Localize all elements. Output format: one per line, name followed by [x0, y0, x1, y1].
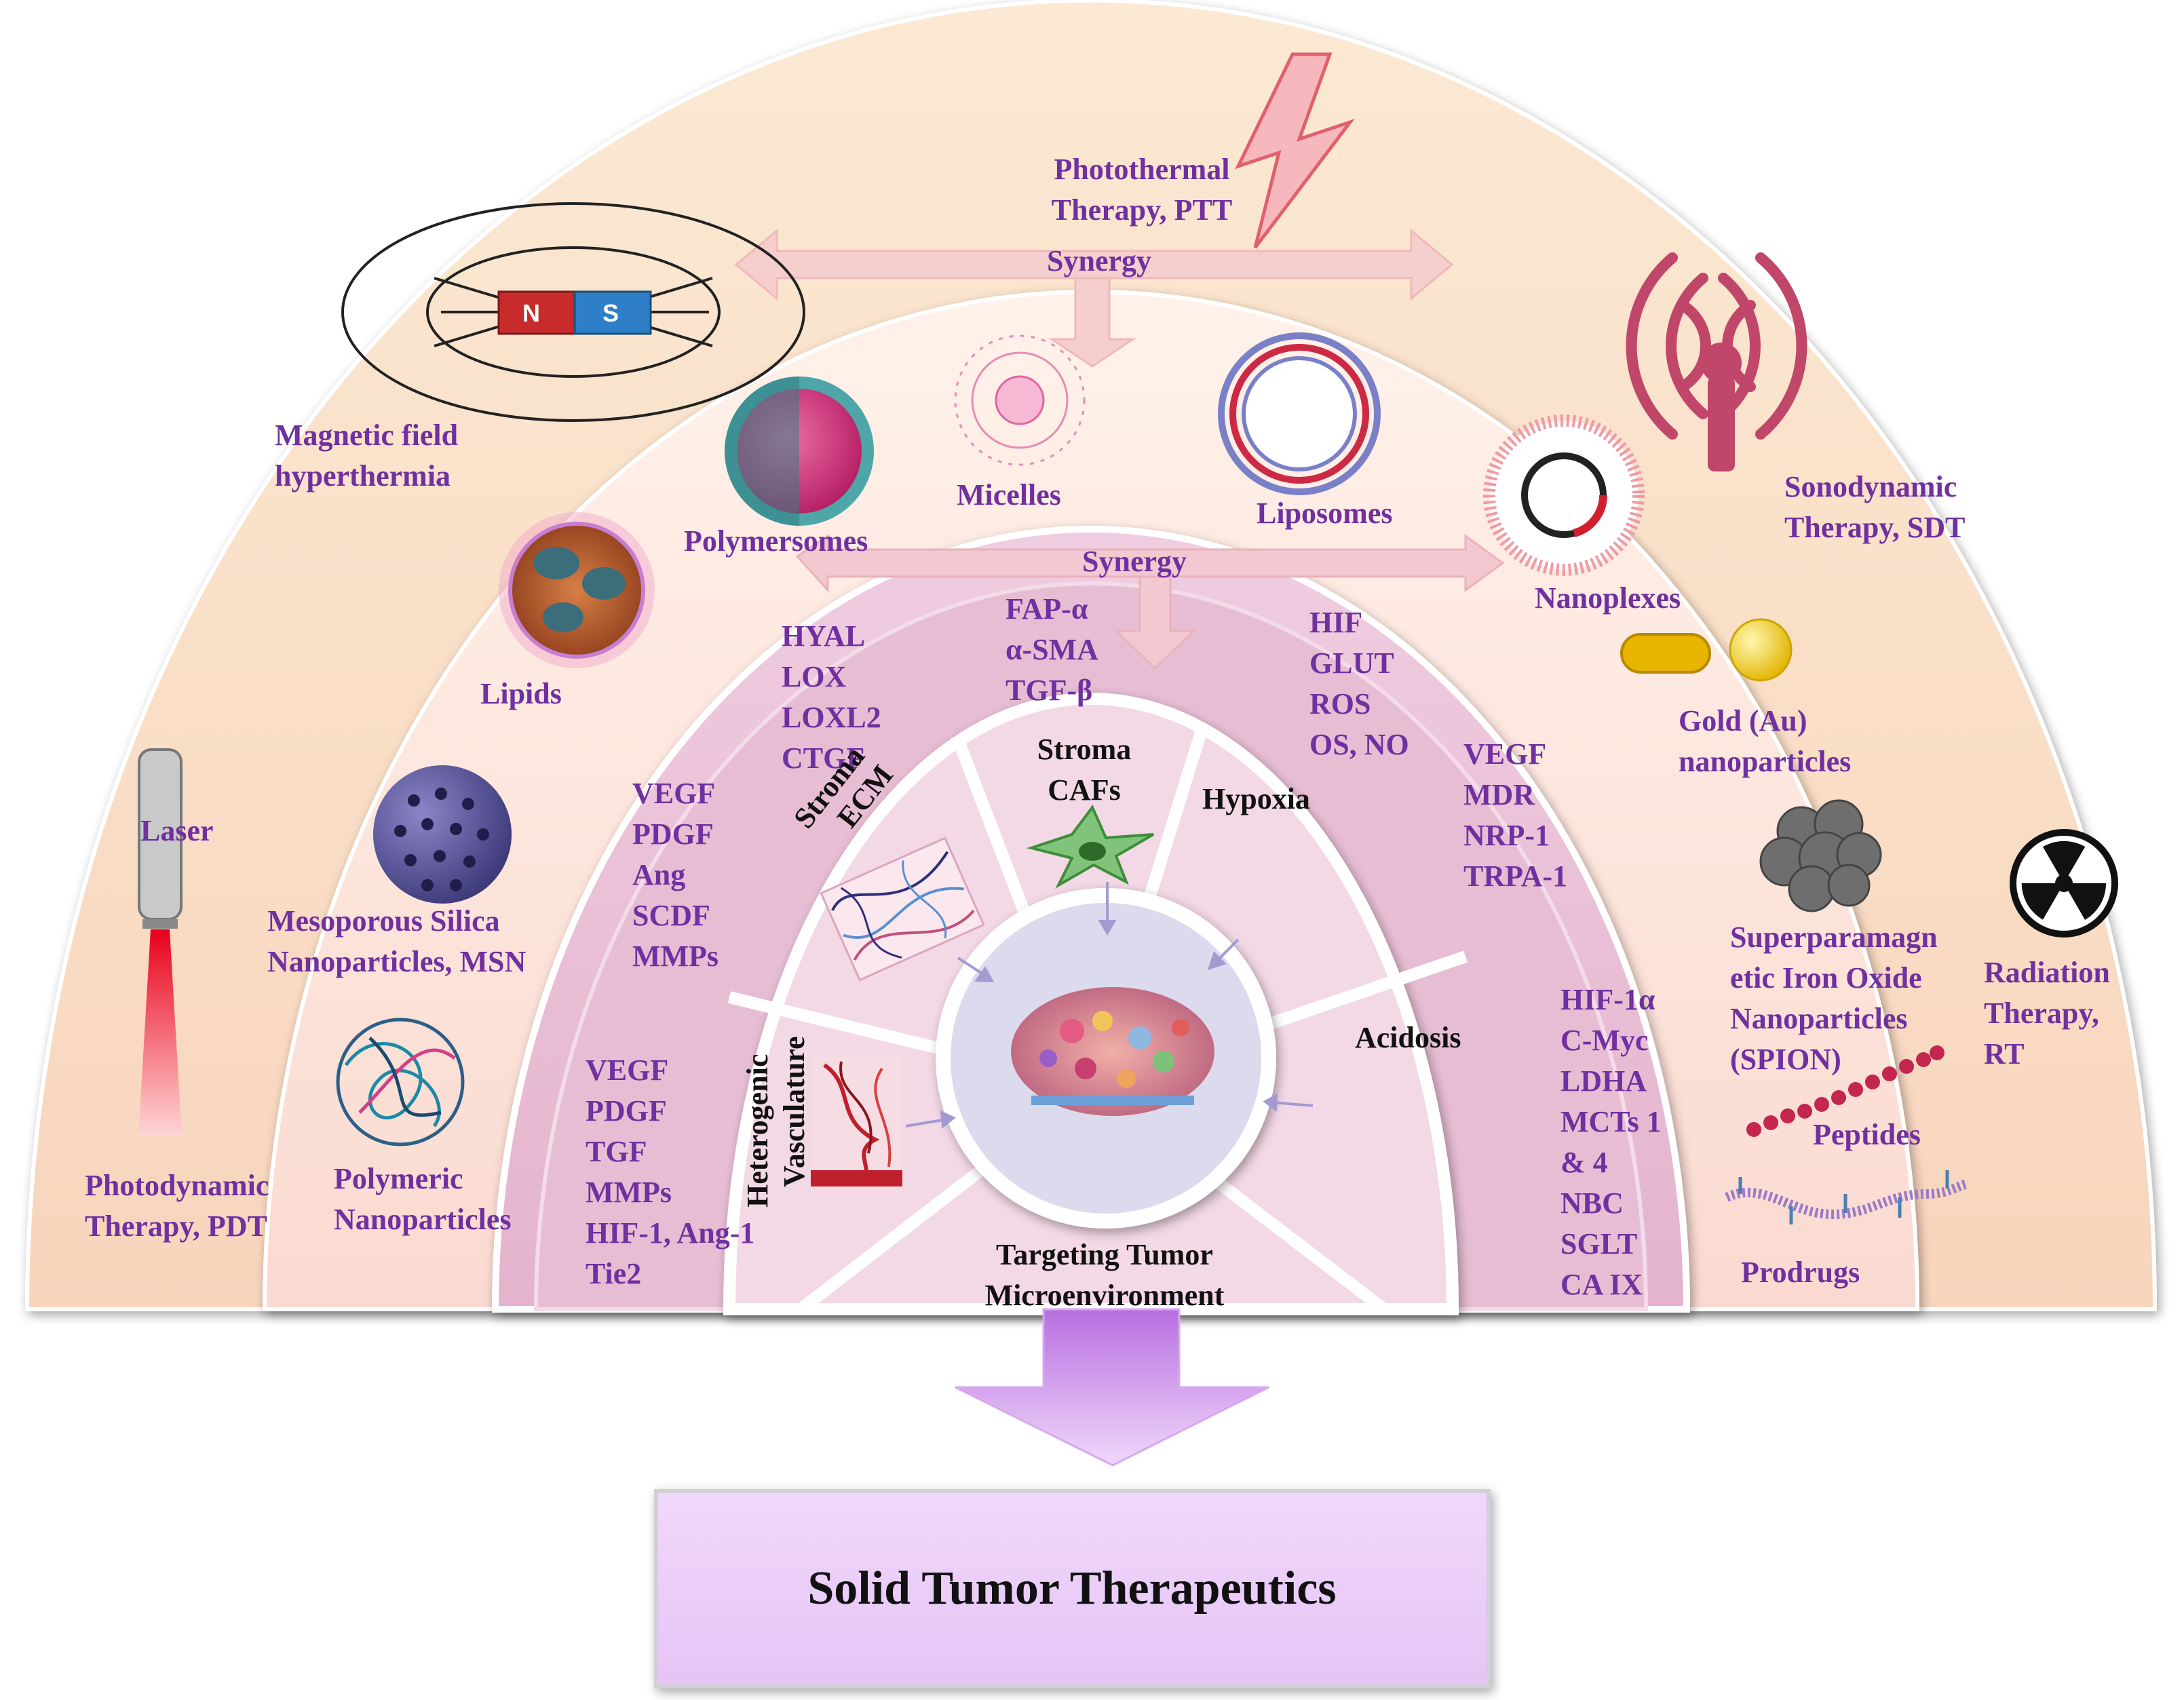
sector-to-center-arrows: [905, 882, 1314, 1129]
signal-emitter: [1701, 343, 1742, 383]
spion-icon: [1759, 799, 1882, 912]
lipid-nanoparticle-icon: [499, 512, 655, 668]
polymersome-icon: [725, 376, 874, 526]
gold-nanoparticles-label: Gold (Au)nanoparticles: [1679, 704, 1852, 778]
laser-label: Laser: [140, 814, 214, 847]
nanoplex-icon: [1483, 414, 1645, 576]
peptides-label: Peptides: [1813, 1118, 1921, 1151]
msn-pores: [394, 788, 489, 891]
signal-stand: [1708, 376, 1735, 471]
caf-cell-icon: [1026, 805, 1155, 889]
magnet-s-label: S: [602, 299, 619, 327]
synergy-arrow-outer: [734, 228, 1454, 368]
polymersomes-label: Polymersomes: [684, 524, 868, 558]
bar-magnet-icon: [341, 202, 805, 422]
ultrasound-signal-icon: [1626, 252, 1807, 440]
synergy-label-outer: Synergy: [1047, 244, 1151, 277]
lipids-label: Lipids: [480, 677, 562, 710]
acidosis-sector-label: Acidosis: [1355, 1021, 1461, 1054]
laser-pointer-icon: [138, 748, 183, 1136]
polymeric-nanoparticle-icon: [336, 1018, 465, 1146]
lightning-icon: [1235, 52, 1355, 249]
prodrugs-label: Prodrugs: [1741, 1256, 1860, 1289]
result-title: Solid Tumor Therapeutics: [807, 1562, 1337, 1615]
vasculature-icon: [811, 1055, 902, 1191]
down-arrow: [955, 1308, 1269, 1467]
synergy-label-middle: Synergy: [1082, 545, 1187, 578]
gold-nanoparticle-icon: [1620, 618, 1793, 682]
ecm-fibers-icon: [820, 836, 985, 982]
synergy-arrow-middle: [795, 534, 1505, 670]
nanoplexes-label: Nanoplexes: [1535, 581, 1681, 615]
peptide-chain-icon: [1746, 1045, 1944, 1137]
tumor-cells-icon: [1011, 987, 1214, 1116]
liposomes-label: Liposomes: [1257, 497, 1393, 530]
prodrug-chain-icon: [1725, 1170, 1969, 1224]
radiation-icon: [2010, 829, 2118, 938]
result-box: [654, 1489, 1491, 1688]
mesoporous-silica-icon: [373, 765, 512, 904]
magnet-n-label: N: [522, 299, 540, 327]
micelle-icon: [954, 334, 1086, 466]
micelles-label: Micelles: [957, 478, 1061, 511]
hypoxia-sector-label: Hypoxia: [1202, 782, 1310, 815]
liposome-icon: [1218, 332, 1381, 495]
